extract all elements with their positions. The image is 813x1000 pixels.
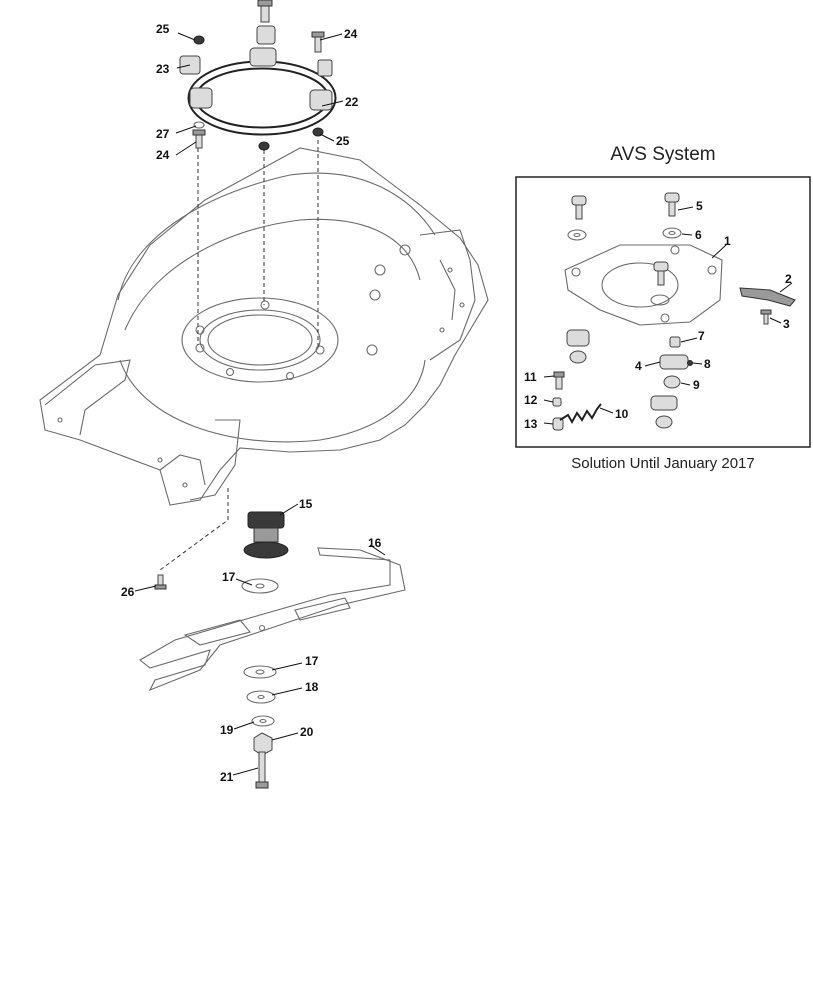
blade-hub	[243, 511, 289, 559]
avs-inset-frame	[515, 176, 811, 448]
callout-15: 15	[299, 497, 313, 511]
callout-17: 17	[305, 654, 319, 668]
callout-11: 11	[524, 370, 537, 384]
callout-23: 23	[156, 62, 170, 76]
callout-20: 20	[300, 725, 314, 739]
assembly-guides	[159, 140, 319, 571]
callout-17: 17	[222, 570, 236, 584]
cutting-blade	[139, 547, 406, 692]
callout-9: 9	[693, 378, 700, 392]
callout-26: 26	[121, 585, 135, 599]
mower-deck	[39, 147, 489, 506]
avs-system-title: AVS System	[610, 144, 716, 165]
callout-1: 1	[724, 234, 731, 248]
callout-27: 27	[156, 127, 170, 141]
blade-hardware	[154, 574, 279, 789]
callout-22: 22	[345, 95, 359, 109]
support-ring	[187, 47, 337, 136]
callout-4: 4	[635, 359, 642, 373]
callout-7: 7	[698, 329, 705, 343]
callout-5: 5	[696, 199, 703, 213]
callout-16: 16	[368, 536, 382, 550]
callout-24: 24	[344, 27, 358, 41]
callout-21: 21	[220, 770, 234, 784]
callout-25: 25	[336, 134, 350, 148]
callout-18: 18	[305, 680, 319, 694]
avs-solution-caption: Solution Until January 2017	[571, 455, 755, 472]
avs-parts	[552, 192, 796, 431]
callout-10: 10	[615, 407, 629, 421]
callout-19: 19	[220, 723, 234, 737]
callout-13: 13	[524, 417, 538, 431]
callout-2: 2	[785, 272, 792, 286]
callout-12: 12	[524, 393, 538, 407]
callout-8: 8	[704, 357, 711, 371]
leader-lines	[134, 32, 793, 776]
callout-3: 3	[783, 317, 790, 331]
callout-labels: 25 23 24 22 27 24 25 15 16 17 26 17 18 1…	[121, 22, 792, 784]
callout-6: 6	[695, 228, 702, 242]
callout-24: 24	[156, 148, 170, 162]
callout-25: 25	[156, 22, 170, 36]
